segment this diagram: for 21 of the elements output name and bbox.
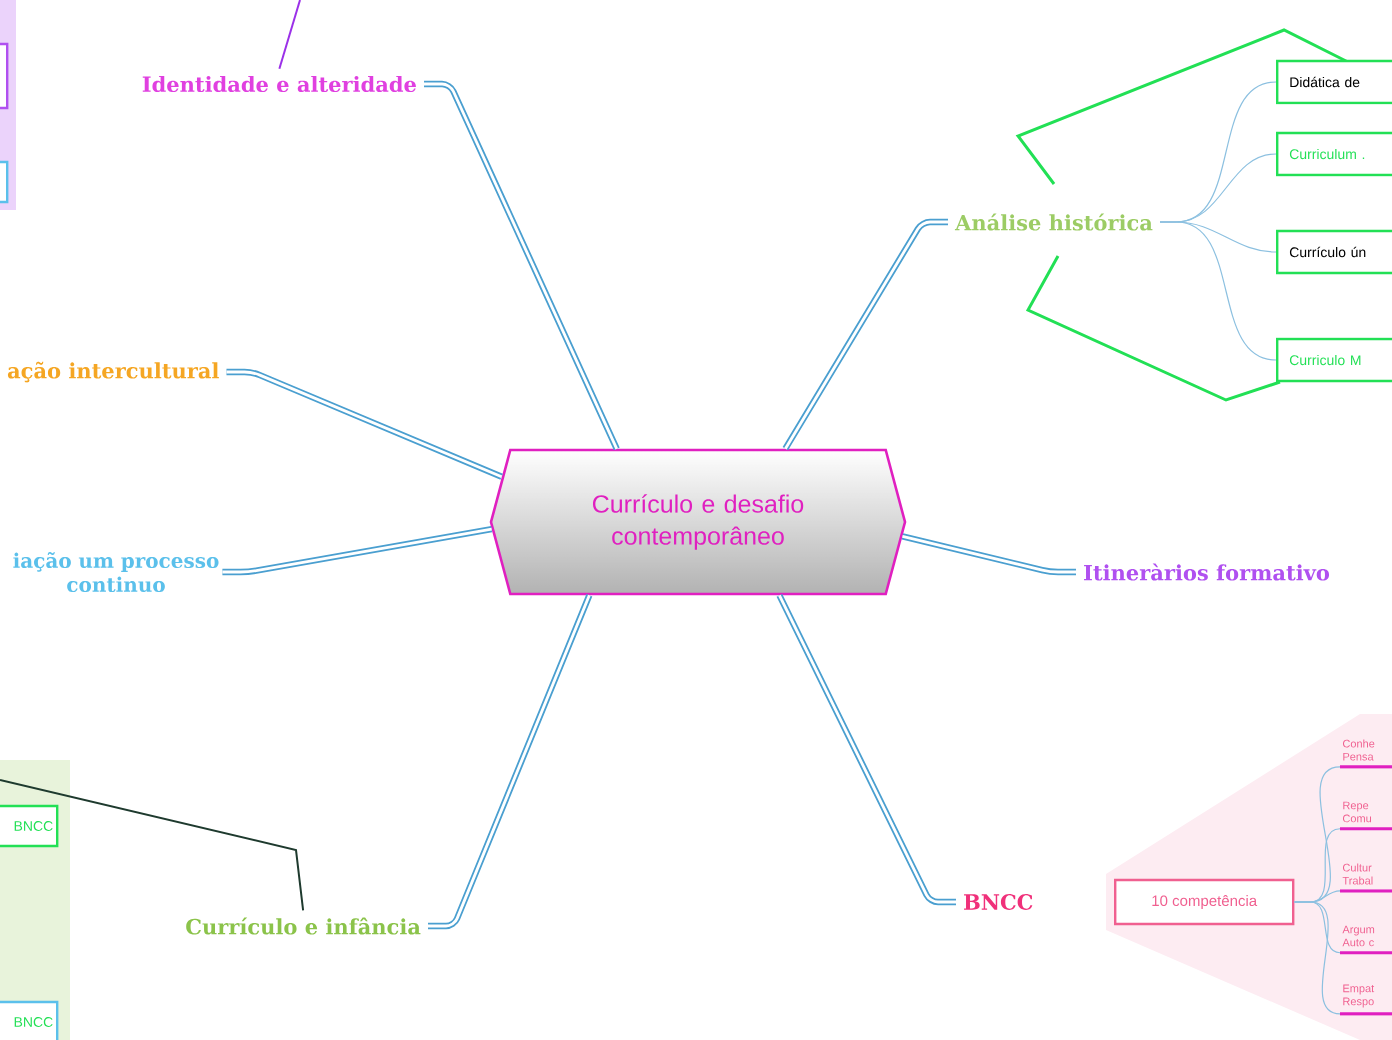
connector — [901, 533, 1076, 576]
central-topic-box: Currículo e desafio contemporâneo — [489, 448, 907, 596]
branch-label: Análise histórica — [954, 213, 1153, 231]
connector — [278, 0, 301, 70]
branch-label: iação um processo continuo — [13, 551, 219, 593]
branch-label: Itineràrios formativo — [1084, 563, 1330, 581]
connector — [782, 218, 948, 451]
connector — [424, 80, 620, 451]
branch-label: ação intercultural — [7, 361, 219, 383]
connector — [776, 593, 956, 906]
branch-label: BNCC — [964, 894, 1033, 910]
topic-box — [0, 42, 9, 110]
connector — [222, 526, 493, 576]
topic-box — [0, 160, 9, 204]
connector — [1159, 221, 1277, 361]
branch-label: Identidade e alteridade — [142, 75, 416, 93]
connector — [428, 594, 593, 930]
connector — [226, 368, 503, 480]
connector — [1293, 901, 1341, 1015]
connector — [0, 779, 305, 912]
branch-label: Currículo e infância — [186, 917, 421, 935]
